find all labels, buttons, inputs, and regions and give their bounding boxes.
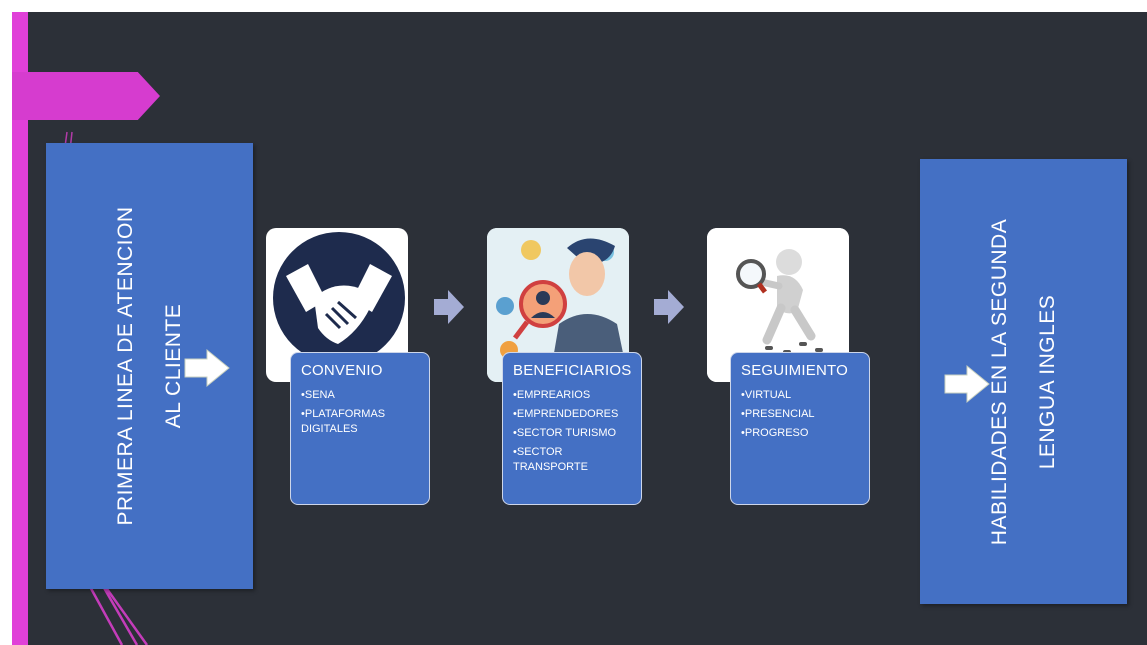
- beneficiarios-card: BENEFICIARIOS •EMPREARIOS •EMPRENDEDORES…: [502, 352, 642, 505]
- right-arrow-icon: [944, 364, 990, 404]
- seguimiento-item: •VIRTUAL: [741, 389, 792, 401]
- beneficiarios-item: •EMPREARIOS: [513, 389, 591, 401]
- seguimiento-card: SEGUIMIENTO •VIRTUAL •PRESENCIAL •PROGRE…: [730, 352, 870, 505]
- seguimiento-title: SEGUIMIENTO: [741, 362, 848, 379]
- seguimiento-item: •PRESENCIAL: [741, 408, 815, 420]
- first-line-customer-service-box: PRIMERA LINEA DE ATENCION AL CLIENTE: [46, 143, 253, 589]
- convenio-card: CONVENIO •SENA •PLATAFORMAS DIGITALES: [290, 352, 430, 505]
- seguimiento-item: •PROGRESO: [741, 427, 809, 439]
- beneficiarios-item: •SECTOR TURISMO: [513, 427, 617, 439]
- beneficiarios-item: •EMPRENDEDORES: [513, 408, 619, 420]
- handshake-icon: [273, 232, 405, 364]
- accent-bar: [12, 12, 28, 645]
- right-arrow-icon: [184, 348, 230, 388]
- arrow-right-icon: [654, 290, 684, 324]
- beneficiarios-title: BENEFICIARIOS: [513, 362, 632, 379]
- right-box-line2: LENGUA INGLES: [1035, 294, 1059, 469]
- convenio-item: •SENA: [301, 389, 335, 401]
- convenio-item: •PLATAFORMAS DIGITALES: [301, 408, 386, 435]
- left-box-line1: PRIMERA LINEA DE ATENCION: [113, 206, 137, 526]
- convenio-title: CONVENIO: [301, 362, 383, 379]
- accent-flag: [12, 72, 160, 120]
- beneficiarios-item: •SECTOR TRANSPORTE: [513, 446, 588, 473]
- arrow-right-icon: [434, 290, 464, 324]
